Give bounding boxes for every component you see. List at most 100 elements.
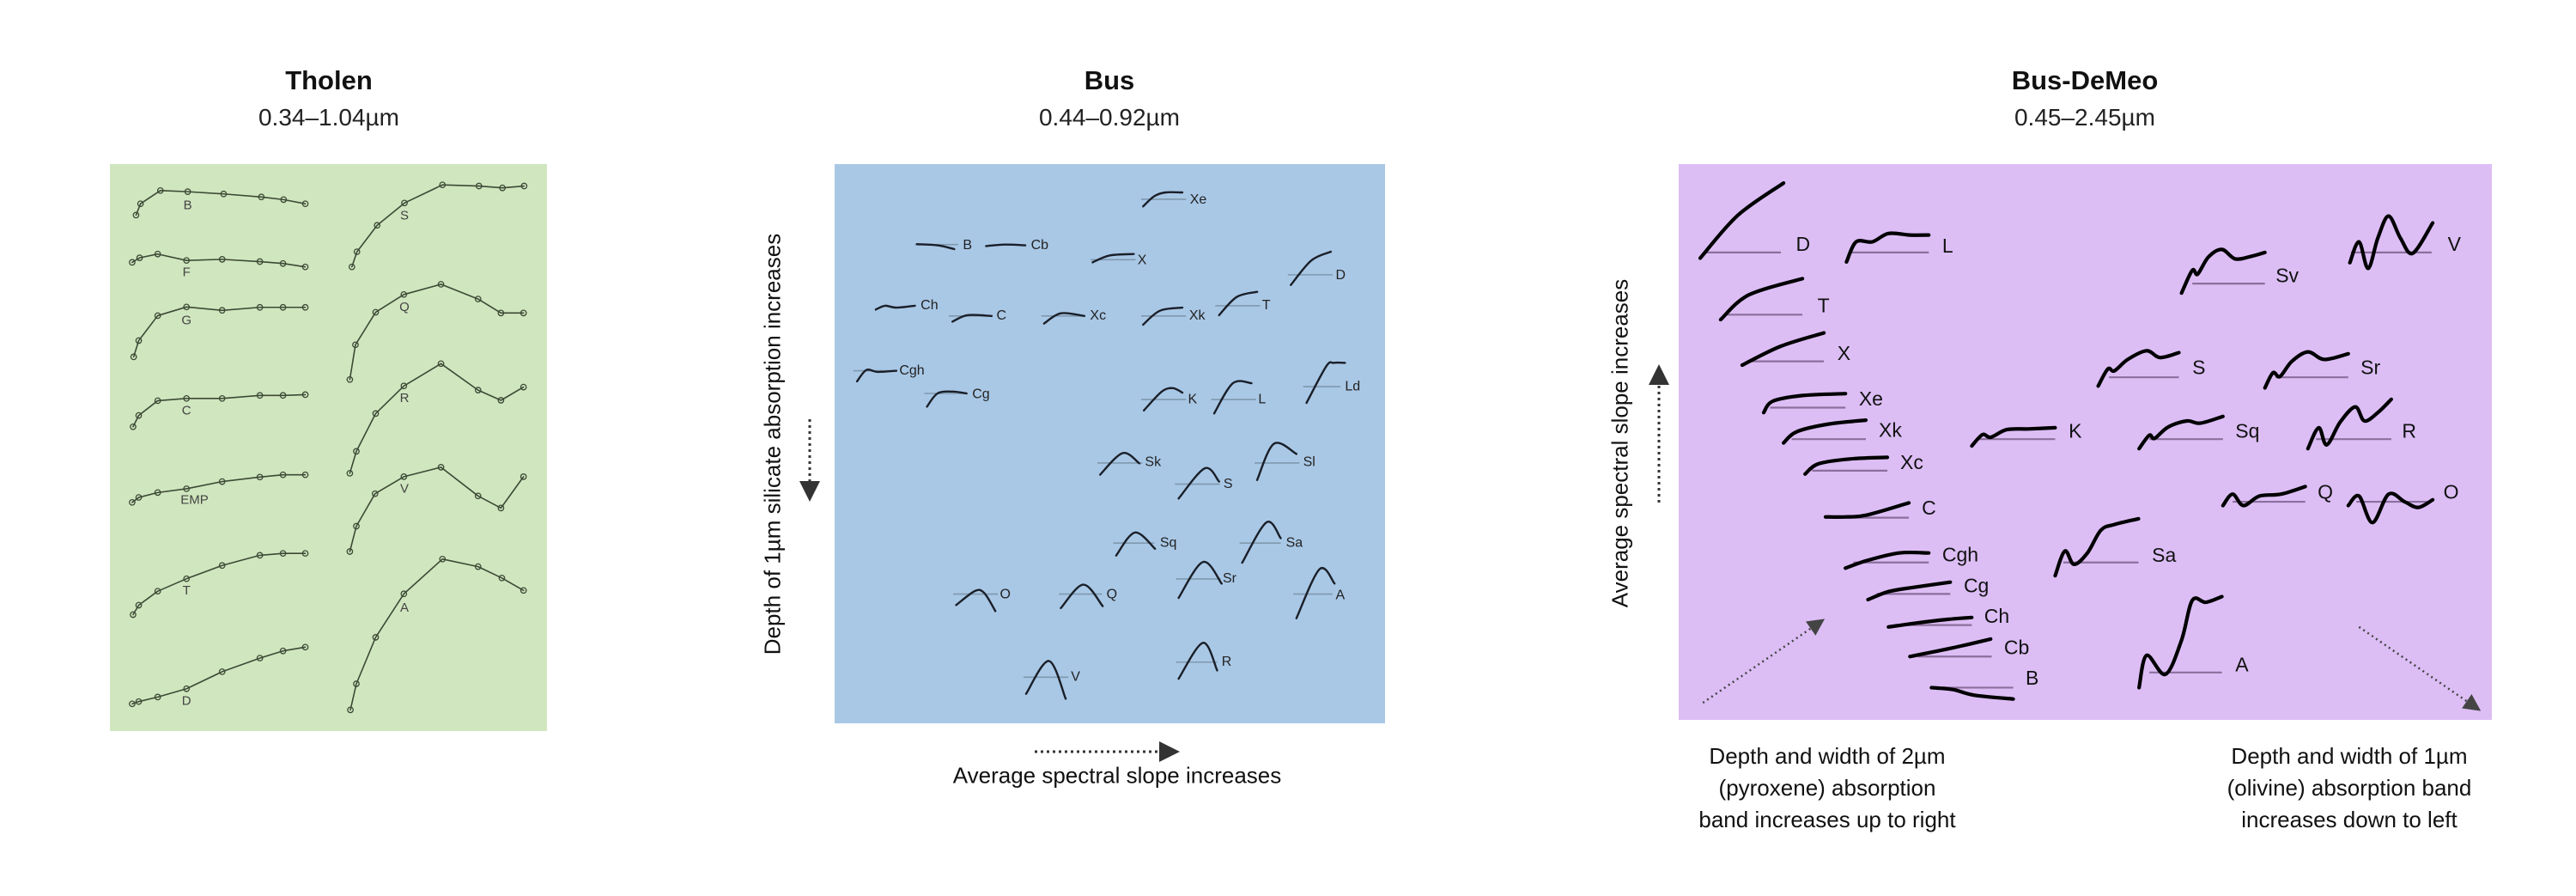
class-label: Sr [1223,571,1237,586]
spectrum-class-sq: Sq [1113,531,1176,557]
spectrum-curve [1142,306,1184,326]
olivine-band-note: Depth and width of 1µm (olivine) absorpt… [2169,741,2530,836]
spectrum-class-t: T [130,550,309,619]
spectrum-class-cb: Cb [985,238,1048,253]
class-label: L [1258,392,1266,406]
data-point [218,256,226,263]
spectrum-class-k: K [1970,419,2082,448]
spectrum-class-a: A [1293,566,1346,619]
olivine-direction-arrow [2358,625,2482,711]
data-point [218,668,226,675]
spectrum-class-b: B [914,238,972,253]
spectrum-curve [955,588,997,613]
note-line: Depth and width of 2µm [1709,743,1946,769]
spectrum-class-cg: Cg [1866,575,1989,602]
data-point [301,303,309,311]
spectrum-class-v: V [2348,214,2462,271]
data-point [348,263,355,271]
spectrum-class-b: B [1929,667,2038,701]
data-point [183,485,191,492]
spectrum-curve [349,466,525,552]
data-point [154,588,161,595]
spectrum-curve [1740,331,1826,368]
spectrum-curve [1761,392,1848,415]
spectrum-class-d: D [1287,250,1346,286]
data-point [400,382,408,390]
bus-demeo-title: Bus-DeMeo [2011,65,2159,95]
data-point [130,353,137,361]
spectrum-curve [2179,247,2267,296]
spectrum-class-s: S [1175,466,1233,500]
spectrum-curve [1042,312,1086,325]
data-point [135,601,143,609]
spectrum-curve [349,283,525,381]
data-point [280,196,288,204]
spectrum-class-xe: Xe [1761,387,1883,415]
spectrum-class-c: C [130,391,309,430]
data-point [256,258,264,265]
class-label: A [2235,653,2249,675]
class-label: G [181,314,191,328]
spectrum-curve [926,390,968,408]
data-point [218,562,226,570]
data-point [183,303,191,311]
spectrum-curve [132,393,307,428]
class-label: EMP [180,493,209,508]
data-point [132,211,140,219]
class-label: Xe [1859,387,1883,410]
class-label: V [400,481,409,496]
spectrum-class-g: G [130,303,309,361]
spectrum-class-r: R [346,360,527,477]
note-line: (pyroxene) absorption [1718,775,1936,801]
spectrum-class-s: S [2096,349,2205,388]
class-label: Cg [1964,575,1989,597]
spectrum-class-c: C [1823,497,1936,519]
spectrum-class-c: C [948,308,1006,323]
spectrum-curve [351,184,526,268]
spectrum-class-v: V [346,464,527,555]
tholen-title: Tholen [285,65,373,95]
spectrum-curve [915,243,956,251]
data-point [301,643,309,651]
note-line: band increases up to right [1698,807,1956,832]
data-point [154,693,161,701]
data-point [135,494,143,501]
data-point [374,222,381,229]
pyroxene-band-note: Depth and width of 2µm (pyroxene) absorp… [1647,741,2008,836]
spectrum-curve [2096,349,2181,388]
class-label: Ch [1984,605,2009,627]
data-point [154,250,161,258]
data-point [346,548,354,555]
data-point [130,423,137,430]
class-label: L [1942,235,1953,257]
data-point [474,296,482,302]
data-point [183,394,191,402]
data-point [137,200,144,208]
data-point [183,685,191,692]
bus-demeo-wavelength-range: 0.45–2.45µm [2014,104,2156,131]
class-label: Xk [1189,308,1206,323]
class-label: Cgh [1942,543,1978,565]
spectrum-class-xc: Xc [1041,308,1106,325]
class-label: S [1224,477,1233,491]
spectrum-curve [1305,361,1346,405]
spectrum-curve [2348,214,2435,271]
class-label: Cb [2004,636,2029,658]
data-point [475,182,483,190]
spectrum-class-d: D [129,643,309,709]
spectrum-curve [1844,231,1931,265]
spectrum-class-emp: EMP [129,471,309,508]
data-point [346,470,354,477]
spectrum-curve [985,243,1027,247]
data-point [347,706,354,714]
data-point [437,464,445,471]
spectrum-class-r: R [2306,397,2416,451]
spectrum-curve [1844,550,1931,570]
data-point [519,383,527,391]
data-point [154,489,161,497]
